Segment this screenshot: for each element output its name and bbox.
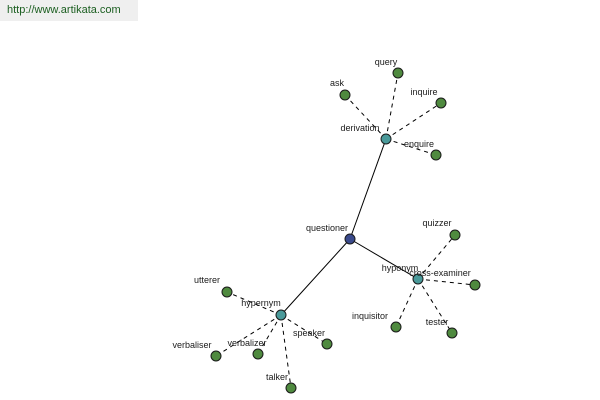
node-tester[interactable]: tester <box>426 317 458 339</box>
edge-hypernym-verbaliser <box>215 314 282 357</box>
node-marker-verbaliser[interactable] <box>210 350 222 362</box>
node-speaker[interactable]: speaker <box>293 328 333 350</box>
node-marker-hypernym[interactable] <box>275 309 287 321</box>
node-marker-hyponym[interactable] <box>412 273 424 285</box>
node-marker-talker[interactable] <box>285 382 297 394</box>
node-label-verbalizer: verbalizer <box>227 338 266 348</box>
node-label-enquire: enquire <box>404 139 434 149</box>
node-label-tester: tester <box>426 317 449 327</box>
edge-derivation-inquire <box>385 102 442 140</box>
node-cross-examiner[interactable]: cross-examiner <box>409 268 481 291</box>
edge-hypernym-speaker <box>280 314 328 345</box>
node-label-hypernym: hypernym <box>241 298 281 308</box>
edge-hyponym-tester <box>417 278 453 334</box>
node-marker-inquire[interactable] <box>435 97 447 109</box>
edge-derivation-query <box>385 72 399 140</box>
node-marker-speaker[interactable] <box>321 338 333 350</box>
node-label-questioner: questioner <box>306 223 348 233</box>
node-enquire[interactable]: enquire <box>404 139 442 161</box>
node-utterer[interactable]: utterer <box>194 275 233 298</box>
node-inquisitor[interactable]: inquisitor <box>352 311 402 333</box>
node-label-query: query <box>375 57 398 67</box>
node-label-inquire: inquire <box>410 87 437 97</box>
node-marker-utterer[interactable] <box>221 286 233 298</box>
node-label-speaker: speaker <box>293 328 325 338</box>
node-marker-questioner[interactable] <box>344 233 356 245</box>
edge-questioner-derivation <box>349 138 387 240</box>
node-marker-ask[interactable] <box>339 89 351 101</box>
edge-questioner-hyponym <box>349 238 419 280</box>
node-hyponym[interactable]: hyponym <box>382 263 424 285</box>
node-marker-tester[interactable] <box>446 327 458 339</box>
node-label-quizzer: quizzer <box>422 218 451 228</box>
node-label-hyponym: hyponym <box>382 263 419 273</box>
node-label-cross-examiner: cross-examiner <box>409 268 471 278</box>
nodes-layer: questioner derivation hyponym hypernym query… <box>172 57 481 394</box>
node-marker-quizzer[interactable] <box>449 229 461 241</box>
edge-hypernym-utterer <box>226 291 282 316</box>
node-verbalizer[interactable]: verbalizer <box>227 338 267 360</box>
node-quizzer[interactable]: quizzer <box>422 218 461 241</box>
node-marker-enquire[interactable] <box>430 149 442 161</box>
node-verbaliser[interactable]: verbaliser <box>172 340 222 362</box>
edge-derivation-enquire <box>385 138 437 156</box>
node-derivation[interactable]: derivation <box>340 123 392 145</box>
source-url-banner[interactable]: http://www.artikata.com <box>0 0 138 21</box>
node-marker-cross-examiner[interactable] <box>469 279 481 291</box>
node-label-ask: ask <box>330 78 345 88</box>
node-label-derivation: derivation <box>340 123 379 133</box>
node-query[interactable]: query <box>375 57 404 79</box>
edge-hypernym-verbalizer <box>257 314 282 355</box>
edges-layer <box>215 72 476 389</box>
edge-derivation-ask <box>344 94 387 140</box>
edge-hyponym-cross-examiner <box>417 278 476 286</box>
node-marker-verbalizer[interactable] <box>252 348 264 360</box>
node-marker-inquisitor[interactable] <box>390 321 402 333</box>
node-questioner[interactable]: questioner <box>306 223 356 245</box>
node-label-utterer: utterer <box>194 275 220 285</box>
node-marker-query[interactable] <box>392 67 404 79</box>
node-hypernym[interactable]: hypernym <box>241 298 287 321</box>
node-label-inquisitor: inquisitor <box>352 311 388 321</box>
edge-hyponym-inquisitor <box>395 278 419 328</box>
edge-questioner-hypernym <box>280 238 351 316</box>
node-label-talker: talker <box>266 372 288 382</box>
node-label-verbaliser: verbaliser <box>172 340 211 350</box>
node-inquire[interactable]: inquire <box>410 87 447 109</box>
node-marker-derivation[interactable] <box>380 133 392 145</box>
node-ask[interactable]: ask <box>330 78 351 101</box>
node-talker[interactable]: talker <box>266 372 297 394</box>
edge-hyponym-quizzer <box>417 234 456 280</box>
